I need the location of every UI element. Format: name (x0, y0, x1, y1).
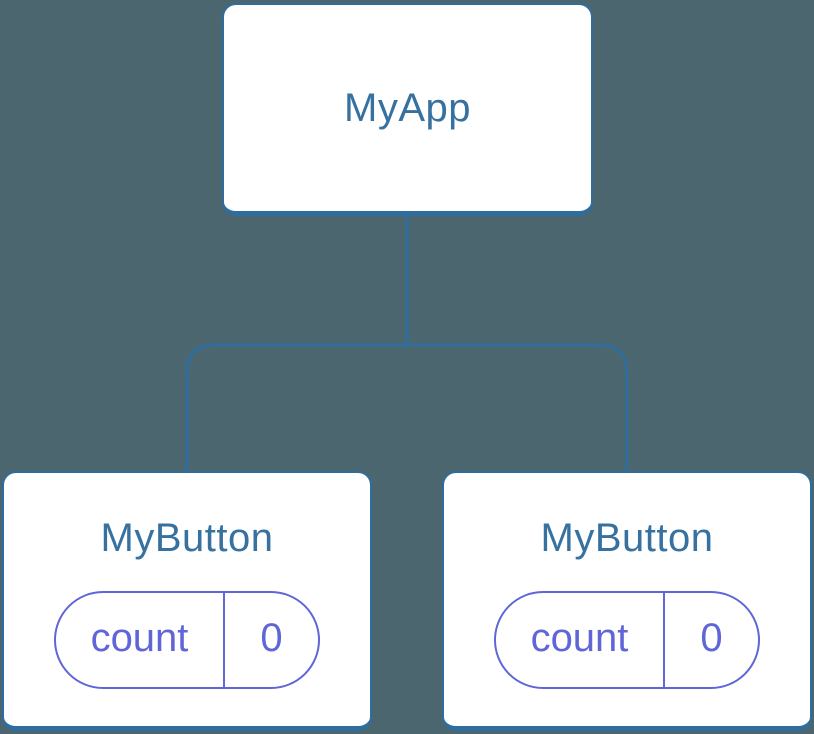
state-value: 0 (223, 593, 318, 687)
component-title: MyButton (100, 516, 274, 560)
state-name: count (90, 615, 189, 660)
component-node-child-right: MyButton count 0 (442, 471, 812, 731)
component-node-child-left: MyButton count 0 (2, 471, 372, 731)
state-name: count (530, 615, 629, 660)
component-title: MyApp (344, 86, 471, 130)
state-pill: count 0 (54, 591, 320, 689)
state-value: 0 (663, 593, 758, 687)
component-node-root: MyApp (222, 3, 593, 216)
component-title: MyButton (540, 516, 714, 560)
connector-bracket (185, 343, 629, 471)
state-pill: count 0 (494, 591, 760, 689)
